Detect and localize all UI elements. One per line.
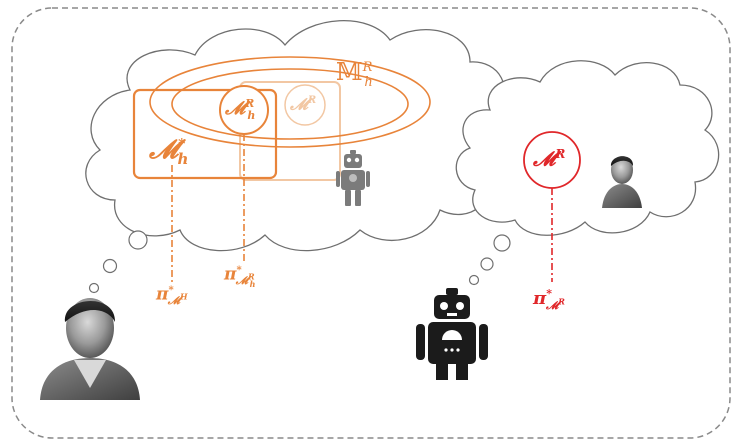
thought-bubble — [480, 257, 494, 271]
thought-bubble — [128, 230, 148, 250]
model-space-label: 𝕄Rh — [336, 58, 373, 90]
robot-model-circle-faded — [284, 84, 326, 126]
robot-thought-cloud — [455, 60, 720, 236]
thought-bubble — [102, 258, 118, 274]
human-model-box — [132, 88, 278, 180]
human-model-label: 𝓜*h — [149, 135, 189, 169]
human-policy-label: π*𝓜H — [156, 284, 188, 308]
robot-policy-label: π*𝓜R — [533, 287, 565, 312]
thought-bubble — [88, 282, 100, 294]
robot-model-label: 𝓜R — [533, 146, 566, 171]
human-avatar-icon — [40, 298, 140, 400]
robot-model-faded-label: 𝓜R — [290, 94, 317, 114]
robot-view-policy-label: π*𝓜Rh — [224, 264, 256, 290]
thought-bubble — [493, 234, 511, 252]
model-space-ellipse-inner — [171, 68, 409, 140]
small-human-avatar-icon — [602, 156, 642, 208]
small-robot-icon — [336, 150, 370, 206]
robot-icon — [416, 288, 488, 380]
model-space-ellipse-outer — [149, 56, 431, 148]
outer-frame — [11, 7, 731, 439]
thought-bubble — [468, 274, 480, 286]
human-robot-model-label: 𝓜Rh — [225, 97, 256, 122]
